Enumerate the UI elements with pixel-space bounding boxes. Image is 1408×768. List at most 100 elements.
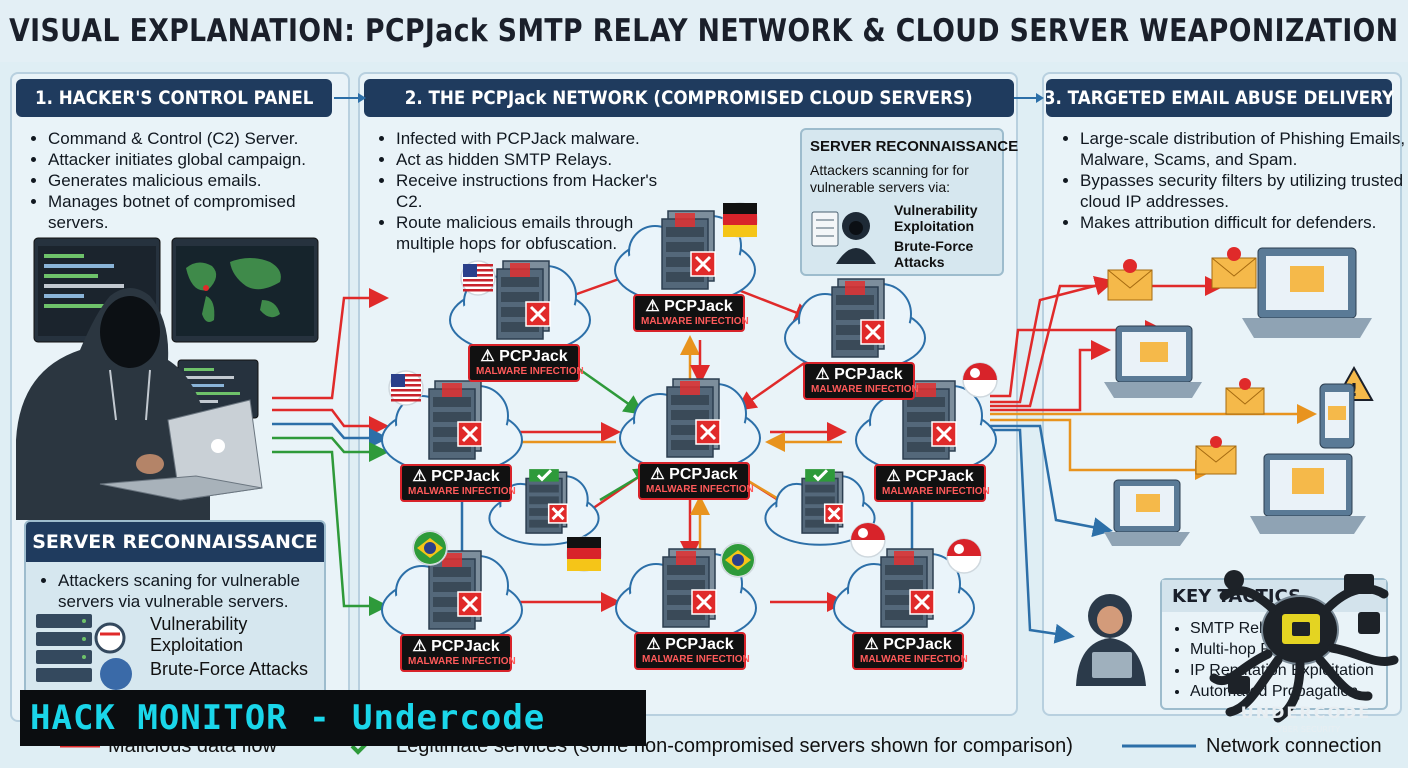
x-mark-icon bbox=[931, 421, 957, 447]
hacker-illustration bbox=[16, 237, 319, 520]
delivery-link bbox=[990, 340, 1111, 412]
phone-icon bbox=[1319, 383, 1355, 449]
pcpjack-tag-sub: MALWARE INFECTION bbox=[860, 654, 968, 665]
pcpjack-tag-sub: MALWARE INFECTION bbox=[646, 484, 754, 495]
envelope-icon bbox=[1195, 436, 1237, 475]
server-stack-icon bbox=[36, 614, 132, 690]
server-nodes bbox=[381, 202, 998, 645]
check-icon bbox=[529, 469, 559, 482]
server-icon bbox=[428, 380, 482, 460]
bullet: Manages botnet of compromised servers. bbox=[48, 191, 348, 233]
x-mark-icon bbox=[823, 503, 845, 524]
pcpjack-tag-name: ⚠ PCPJack bbox=[864, 636, 952, 653]
pcpjack-tag-sub: MALWARE INFECTION bbox=[408, 656, 516, 667]
server-icon bbox=[666, 378, 720, 458]
x-mark-icon bbox=[690, 251, 716, 277]
recon-large-item-1: Vulnerability Exploitation bbox=[150, 614, 248, 655]
control-link bbox=[272, 450, 389, 616]
control-link bbox=[272, 288, 389, 400]
server-icon bbox=[496, 260, 550, 340]
check-icon bbox=[805, 469, 835, 482]
pcpjack-tag-name: ⚠ PCPJack bbox=[412, 638, 500, 655]
infected-server-node bbox=[833, 538, 982, 643]
pcpjack-tag-sub: MALWARE INFECTION bbox=[882, 486, 990, 497]
bullet: Generates malicious emails. bbox=[48, 170, 348, 191]
laptop-icon bbox=[1250, 453, 1366, 534]
pcpjack-tag-sub: MALWARE INFECTION bbox=[642, 654, 750, 665]
infected-server-node bbox=[614, 202, 758, 305]
pcpjack-tag-name: ⚠ PCPJack bbox=[646, 636, 734, 653]
control-link bbox=[272, 408, 389, 436]
relay-link bbox=[727, 284, 815, 322]
delivery-link bbox=[990, 424, 1113, 537]
bullet: Route malicious emails through multiple … bbox=[396, 212, 686, 254]
recon-large-text: Attackers scaning for vulnerable servers… bbox=[58, 570, 328, 612]
flag-sg-icon bbox=[946, 538, 982, 574]
x-mark-icon bbox=[457, 421, 483, 447]
infected-server-node bbox=[449, 260, 591, 355]
server-icon bbox=[662, 548, 716, 628]
delivery-link bbox=[990, 428, 1075, 644]
recon-large-bullets: Attackers scaning for vulnerable servers… bbox=[40, 570, 328, 612]
x-mark-icon bbox=[860, 319, 886, 345]
victim-illustration bbox=[1076, 594, 1146, 686]
envelope-icon bbox=[1211, 247, 1257, 289]
delivery-panel-header: 3. TARGETED EMAIL ABUSE DELIVERY bbox=[1044, 79, 1394, 117]
flag-de-icon bbox=[566, 536, 602, 572]
flag-sg-icon bbox=[962, 362, 998, 398]
recon-large-header: SERVER RECONNAISSANCE bbox=[26, 522, 324, 562]
world-map-monitor bbox=[171, 237, 319, 343]
svg-text:CYBER SECURITY: CYBER SECURITY bbox=[1272, 725, 1340, 734]
pcpjack-tag-sub: MALWARE INFECTION bbox=[811, 384, 919, 395]
flag-us-icon bbox=[388, 370, 424, 406]
laptop bbox=[99, 399, 263, 501]
bullet: Command & Control (C2) Server. bbox=[48, 128, 348, 149]
legitimate-server-node bbox=[764, 469, 886, 558]
x-mark-icon bbox=[691, 589, 717, 615]
server-icon bbox=[661, 210, 715, 290]
laptop-icon bbox=[1242, 247, 1372, 338]
control-panel-header: 1. HACKER'S CONTROL PANEL bbox=[16, 79, 332, 117]
laptop-icon bbox=[1104, 479, 1190, 546]
infected-server-node bbox=[381, 370, 523, 475]
flag-br-icon bbox=[720, 542, 756, 578]
pcpjack-tag-name: ⚠ PCPJack bbox=[886, 468, 974, 485]
hack-monitor-banner: HACK MONITOR - Undercode bbox=[20, 690, 646, 746]
infected-server-node bbox=[615, 542, 757, 643]
recon-small-text: Attackers scanning for for vulnerable se… bbox=[810, 162, 969, 195]
infected-server-node bbox=[784, 278, 926, 373]
hacker-icon bbox=[811, 211, 876, 264]
x-mark-icon bbox=[457, 591, 483, 617]
server-icon bbox=[831, 278, 885, 358]
pcpjack-tag-sub: MALWARE INFECTION bbox=[641, 316, 749, 327]
recon-large-item-2: Brute-Force Attacks bbox=[150, 659, 309, 679]
network-bullets: Infected with PCPJack malware. Act as hi… bbox=[378, 128, 686, 254]
recon-box-small: SERVER RECONNAISSANCE Attackers scanning… bbox=[800, 128, 1018, 276]
pcpjack-tag-name: ⚠ PCPJack bbox=[645, 298, 733, 315]
infected-server-node bbox=[619, 378, 761, 473]
laptop-icon bbox=[1104, 325, 1202, 398]
bullet: Act as hidden SMTP Relays. bbox=[396, 149, 686, 170]
bullet: Infected with PCPJack malware. bbox=[396, 128, 686, 149]
pcpjack-tag-sub: MALWARE INFECTION bbox=[408, 486, 516, 497]
undercode-octopus-logo: UNDERCODE CYBER SECURITY bbox=[1209, 570, 1399, 734]
pcpjack-tag-name: ⚠ PCPJack bbox=[815, 366, 903, 383]
envelope-icon bbox=[1225, 378, 1265, 415]
recon-box-large: SERVER RECONNAISSANCE Attackers scaning … bbox=[24, 520, 326, 710]
page-title: VISUAL EXPLANATION: PCPJack SMTP RELAY N… bbox=[9, 13, 1399, 49]
delivery-link bbox=[990, 320, 1165, 398]
control-link bbox=[272, 436, 389, 462]
x-mark-icon bbox=[525, 301, 551, 327]
recon-small-item-2: Brute-Force Attacks bbox=[894, 238, 974, 270]
pcpjack-tag-name: ⚠ PCPJack bbox=[412, 468, 500, 485]
